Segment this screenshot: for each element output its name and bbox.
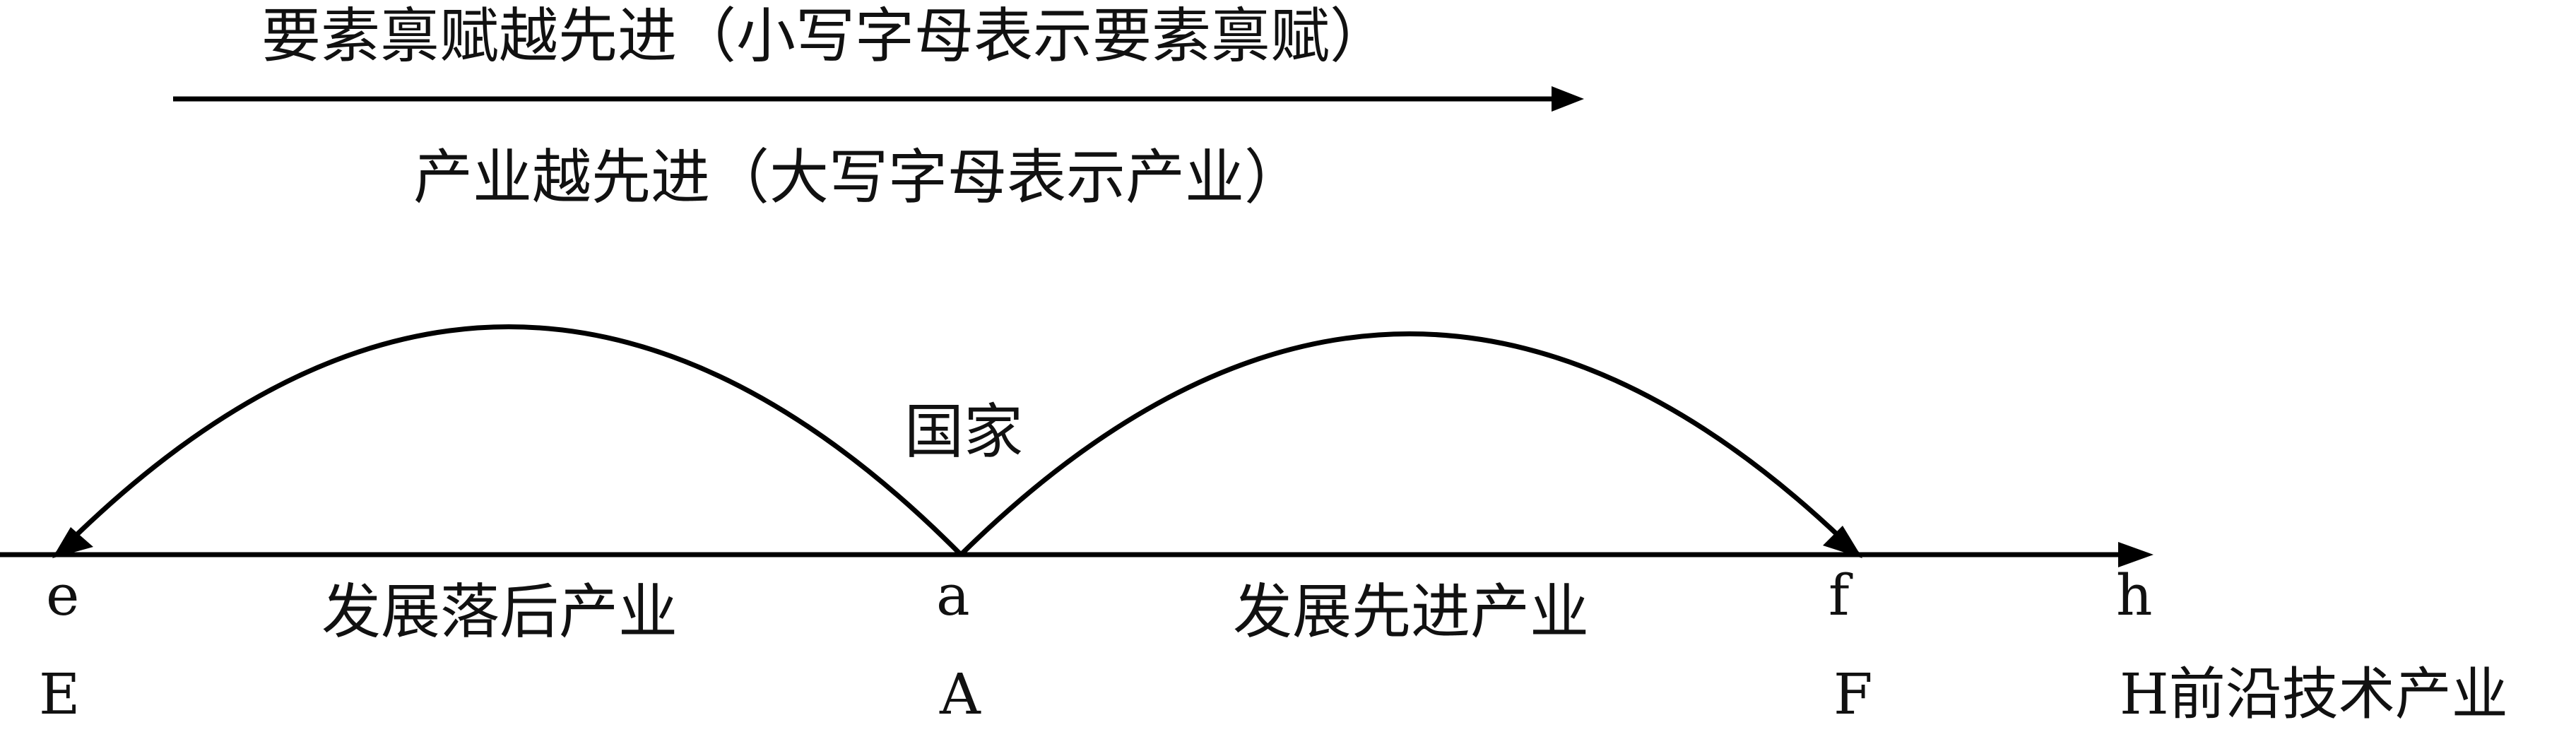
left-arc-label: 发展落后产业: [321, 577, 678, 647]
main-axis-arrow-head: [2118, 542, 2153, 567]
left-arc: [54, 324, 963, 557]
industry-letter-h: H前沿技术产业: [2120, 661, 2508, 727]
right-arc-label: 发展先进产业: [1233, 577, 1589, 647]
endowment-letter-h: h: [2116, 562, 2153, 628]
endowment-letter-e: e: [46, 562, 79, 628]
industry-letter-e: E: [39, 661, 80, 727]
country-label: 国家: [904, 397, 1023, 466]
endowment-letter-a: a: [936, 562, 970, 628]
industry-letter-f: F: [1833, 661, 1873, 727]
endowment-letter-f: f: [1828, 562, 1853, 628]
right-arc: [959, 331, 1860, 557]
advancement-arrow-head: [1552, 86, 1584, 112]
industry-direction-label: 产业越先进（大写字母表示产业）: [413, 143, 1304, 212]
left-arc-arrow-head: [52, 527, 93, 558]
endowment-direction-label: 要素禀赋越先进（小写字母表示要素禀赋）: [261, 1, 1389, 71]
right-arc-arrow-head: [1823, 526, 1862, 558]
industry-letter-a: A: [939, 661, 981, 727]
